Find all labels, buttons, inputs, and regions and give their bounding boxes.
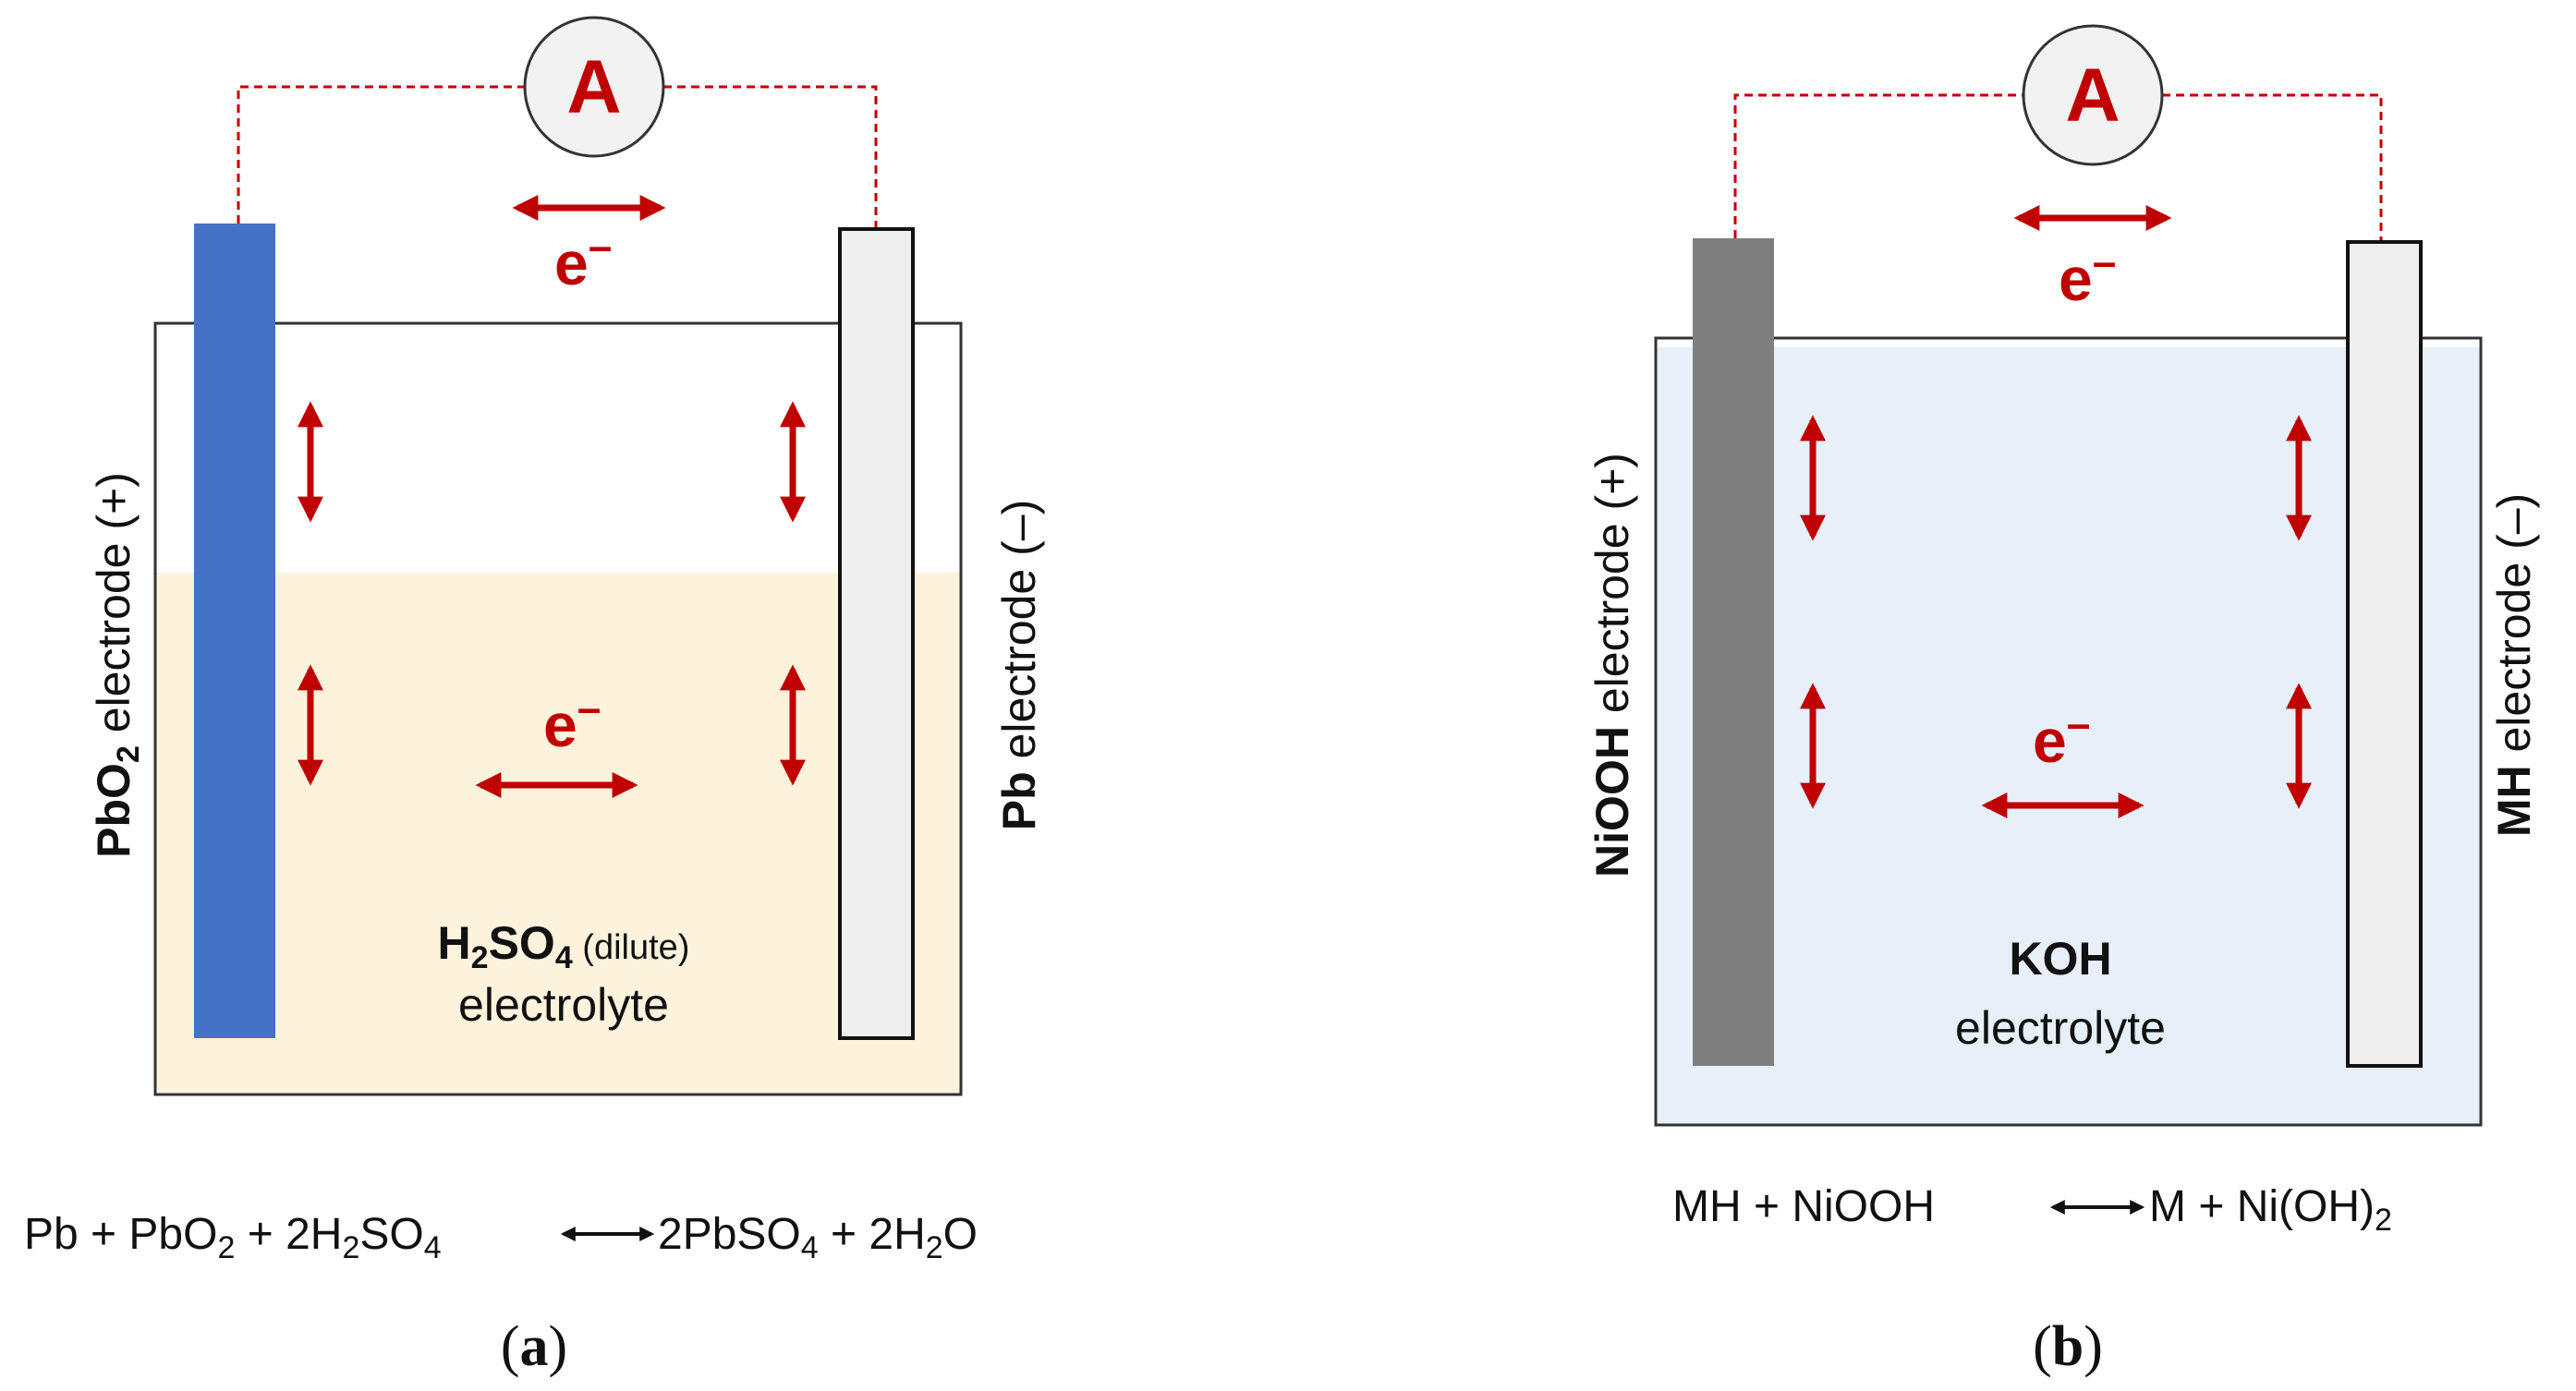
- ammeter-b: A: [2022, 24, 2164, 166]
- circuit-wire-b-right: [2162, 93, 2383, 242]
- wire-electron-label-a: e–: [554, 222, 612, 297]
- electrode-label-positive-a: PbO2 electrode (+): [88, 472, 146, 858]
- electrode-label-negative-a: Pb electrode (–): [993, 500, 1045, 831]
- circuit-wire-a-right: [663, 85, 878, 229]
- electrolyte-label-a: electrolyte: [458, 979, 669, 1031]
- reaction-right-a: 2PbSO4 + 2H2O: [658, 1210, 978, 1265]
- circuit-wire-b: [1733, 93, 2023, 238]
- reaction-right-b: M + Ni(OH)2: [2149, 1182, 2392, 1238]
- reaction-left-a: Pb + PbO2 + 2H2SO4: [24, 1210, 442, 1265]
- electrolyte-formula-b: KOH: [2009, 933, 2111, 985]
- caption-a: (a): [501, 1315, 567, 1378]
- electrolyte-formula-a: H2SO4 (dilute): [438, 917, 690, 975]
- ammeter-label-a: A: [566, 45, 621, 129]
- wire-electron-label-b: e–: [2059, 237, 2116, 313]
- panel-b: A e– e– KOH electrolyte NiOOH electrode …: [1586, 24, 2540, 1378]
- electrolyte-fill-a: [155, 573, 961, 1095]
- caption-b: (b): [2033, 1315, 2103, 1378]
- reaction-left-b: MH + NiOOH: [1672, 1182, 1935, 1231]
- ammeter-label-b: A: [2065, 54, 2120, 138]
- panel-a: A e– e– H2SO4 (dilute) electrolyte PbO2 …: [24, 16, 1045, 1378]
- cell-container-a: [153, 321, 963, 1096]
- electrode-label-positive-b: NiOOH electrode (+): [1586, 453, 1638, 877]
- ammeter-a: A: [523, 16, 665, 158]
- electrode-positive-b: [1693, 238, 1774, 1066]
- electrolyte-fill-b: [1656, 347, 2481, 1125]
- electrode-positive-a: [194, 224, 275, 1038]
- circuit-wire-a: [237, 85, 525, 224]
- electrolyte-label-b: electrolyte: [1955, 1002, 2166, 1054]
- electrolyte-electron-label-a: e–: [543, 683, 601, 759]
- electrode-negative-a: [838, 227, 915, 1040]
- cell-container-b: [1654, 336, 2483, 1127]
- electrode-label-negative-b: MH electrode (–): [2488, 493, 2540, 837]
- electrode-negative-b: [2346, 240, 2423, 1068]
- electrolyte-electron-label-b: e–: [2033, 699, 2090, 775]
